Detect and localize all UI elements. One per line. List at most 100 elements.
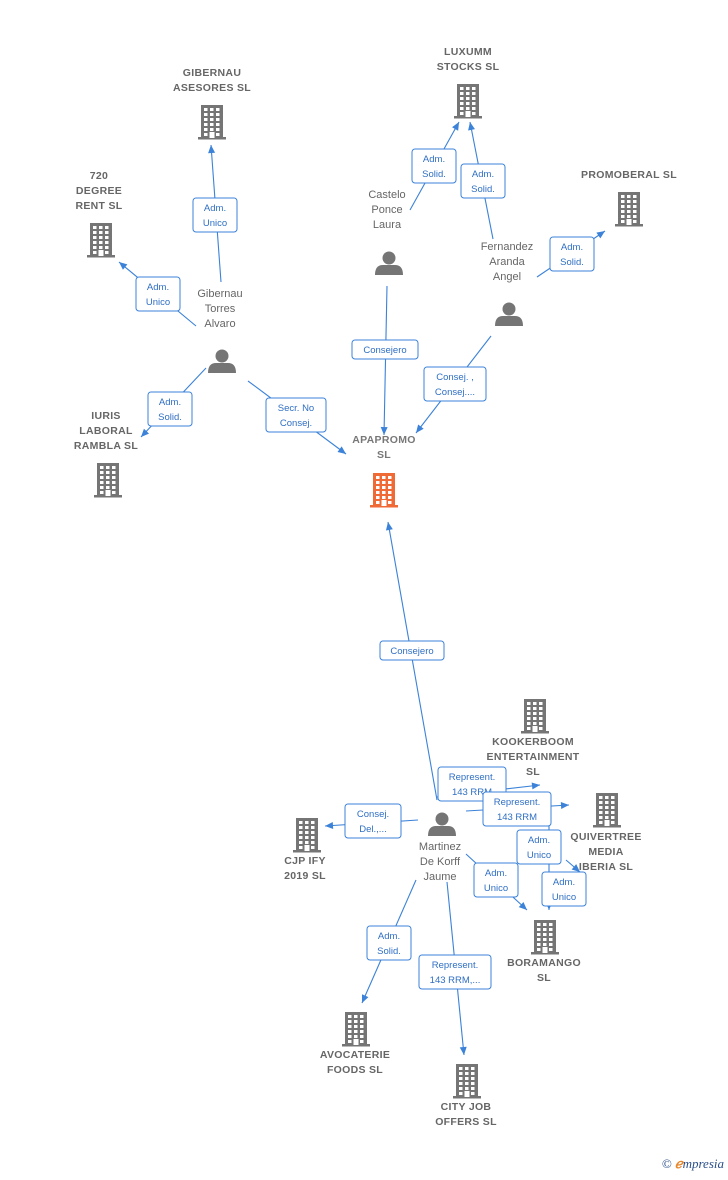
- building-icon: [87, 223, 115, 258]
- node-label: Gibernau: [197, 288, 242, 300]
- arrowhead-icon: [452, 122, 459, 131]
- edge-label-text: Solid.: [471, 184, 495, 195]
- node-label: QUIVERTREE: [570, 831, 641, 843]
- node-label: CJP IFY: [284, 855, 326, 867]
- edge-label[interactable]: Adm.Unico: [541, 871, 587, 907]
- person-icon: [375, 251, 403, 275]
- person-icon: [208, 349, 236, 373]
- edge-martinez-to-quivertree[interactable]: [565, 859, 581, 873]
- arrowhead-icon: [380, 426, 388, 435]
- edge-label-text: Adm.: [472, 169, 494, 180]
- edge-label-box: [135, 276, 181, 312]
- edge-label-text: Consej. ,: [436, 372, 474, 383]
- node-label: KOOKERBOOM: [492, 736, 574, 748]
- edge-label-text: Unico: [146, 297, 170, 308]
- edge-label-text: 143 RRM,...: [430, 975, 481, 986]
- edge-label[interactable]: Adm. Unico: [135, 276, 181, 312]
- edge-label-box: [366, 925, 412, 961]
- edge-label-text: Consejero: [390, 646, 433, 657]
- node-label: MEDIA: [588, 846, 623, 858]
- building-icon: [94, 463, 122, 498]
- arrowhead-icon: [208, 145, 216, 154]
- arrowhead-icon: [119, 262, 128, 270]
- edge-label-box: [379, 640, 445, 661]
- building-icon: [198, 105, 226, 140]
- edge-label-text: Del.,...: [359, 824, 386, 835]
- edge-label-text: Unico: [552, 892, 576, 903]
- edge-label-box: [460, 163, 506, 199]
- node-label: IURIS: [91, 410, 121, 422]
- edge-line: [383, 285, 388, 436]
- edge-label[interactable]: Adm. Unico: [473, 862, 519, 898]
- building-icon: [521, 699, 549, 734]
- edge-label-text: Unico: [484, 883, 508, 894]
- edge-label-text: Adm.: [147, 282, 169, 293]
- person-icon: [428, 812, 456, 836]
- edge-label-box: [473, 862, 519, 898]
- building-icon: [454, 84, 482, 119]
- edge-label-text: Adm.: [485, 868, 507, 879]
- edge-label[interactable]: Adm.Solid.: [549, 236, 595, 272]
- building-icon: [342, 1012, 370, 1047]
- edge-label-text: 143 RRM: [452, 787, 492, 798]
- edge-label-text: Unico: [203, 218, 227, 229]
- edge-label[interactable]: Adm.Solid.: [411, 148, 457, 184]
- node-label: RAMBLA SL: [74, 440, 138, 452]
- edge-label[interactable]: Represent.143 RRM: [482, 791, 552, 827]
- node-label: FOODS SL: [327, 1064, 383, 1076]
- node-label: Torres: [205, 303, 236, 315]
- empresia-logo[interactable]: © ℯmpresia: [662, 1156, 724, 1172]
- arrowhead-icon: [141, 428, 150, 437]
- edge-label-box: [344, 803, 402, 839]
- edge-martinez-to-apapromo[interactable]: [385, 521, 438, 801]
- node-label: PROMOBERAL SL: [581, 169, 677, 181]
- edge-label[interactable]: Adm.Solid.: [147, 391, 193, 427]
- edge-label[interactable]: Consejero: [379, 640, 445, 661]
- node-label: IBERIA SL: [579, 861, 634, 873]
- node-promoberal[interactable]: PROMOBERAL SL: [581, 169, 677, 227]
- edge-label-box: [418, 954, 492, 990]
- edge-label-box: [351, 339, 419, 360]
- node-label: STOCKS SL: [437, 61, 500, 73]
- node-boramango[interactable]: BORAMANGO SL: [507, 920, 581, 984]
- edge-label[interactable]: Consej. ,Consej....: [423, 366, 487, 402]
- edge-label[interactable]: Consej. Del.,...: [344, 803, 402, 839]
- node-label: 720: [90, 170, 108, 182]
- edge-label[interactable]: Adm.Solid.: [366, 925, 412, 961]
- edge-castelo-to-apapromo[interactable]: [380, 285, 388, 436]
- edge-label[interactable]: Adm.Unico: [516, 829, 562, 865]
- edge-label[interactable]: Adm.Unico: [192, 197, 238, 233]
- edges-layer: [118, 121, 606, 1056]
- edge-label[interactable]: Adm. Solid.: [460, 163, 506, 199]
- building-icon: [615, 192, 643, 227]
- edge-label-text: Consej.: [357, 809, 389, 820]
- edge-label[interactable]: Represent.143 RRM,...: [418, 954, 492, 990]
- node-label: SL: [537, 972, 551, 984]
- node-label: Alvaro: [204, 318, 235, 330]
- arrowhead-icon: [468, 122, 475, 131]
- brand-wordmark: mpresia: [682, 1156, 724, 1171]
- edge-line: [387, 521, 438, 801]
- node-label: SL: [377, 449, 391, 461]
- arrowhead-icon: [531, 782, 540, 790]
- node-label: Ponce: [371, 204, 402, 216]
- edge-label[interactable]: Consejero: [351, 339, 419, 360]
- node-label: BORAMANGO: [507, 957, 581, 969]
- node-quivertree[interactable]: QUIVERTREE MEDIA IBERIA SL: [570, 793, 641, 873]
- arrowhead-icon: [325, 821, 334, 829]
